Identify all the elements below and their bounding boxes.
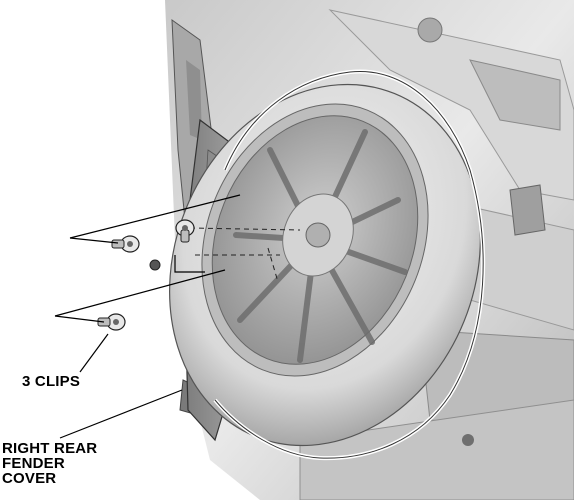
hidden-lines (189, 227, 301, 283)
clip-hole (149, 259, 161, 271)
fender-label-line-3: COVER (2, 470, 57, 487)
fender-label-line-1: RIGHT REAR (2, 440, 98, 457)
wheel-rim (211, 115, 419, 365)
leader-lines (54, 194, 241, 439)
fender-cover-callout-label: RIGHT REAR FENDER COVER (2, 441, 97, 486)
clip (111, 235, 140, 253)
fender-label-line-2: FENDER (2, 455, 65, 472)
clips-label-text: 3 CLIPS (22, 373, 81, 390)
clip (175, 219, 195, 243)
clips-callout-label: 3 CLIPS (22, 374, 80, 389)
